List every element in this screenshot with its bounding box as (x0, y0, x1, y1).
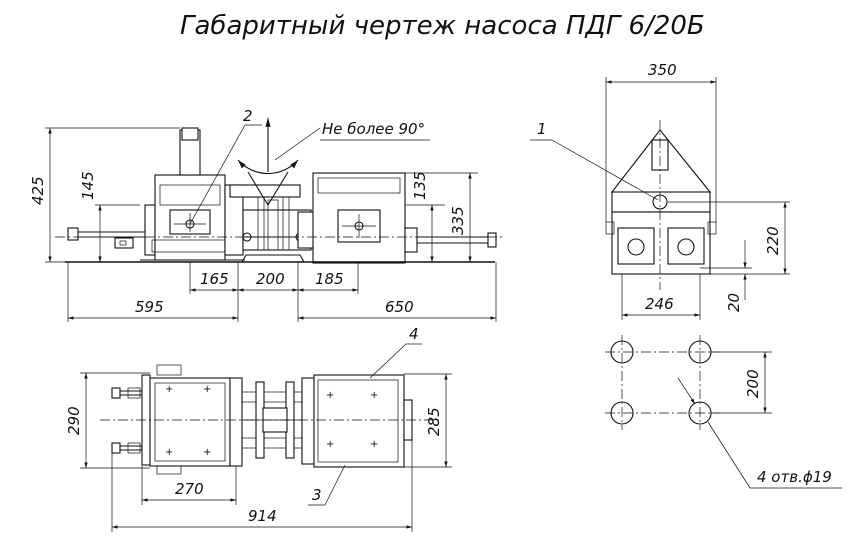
svg-text:+: + (165, 384, 173, 395)
svg-text:+: + (370, 439, 378, 450)
hole-pattern: 200 4 отв.ϕ19 (605, 335, 842, 489)
hole-note: 4 отв.ϕ19 (757, 468, 832, 486)
dim-350: 350 (648, 61, 677, 79)
dim-200: 200 (256, 270, 285, 288)
dim-165: 165 (200, 270, 229, 288)
svg-text:+: + (203, 384, 211, 395)
part-label-1: 1 (537, 120, 547, 138)
end-view: 1 350 220 20 246 (530, 61, 790, 320)
dim-200-holes: 200 (744, 369, 762, 398)
dim-246: 246 (645, 295, 674, 313)
svg-text:+: + (203, 447, 211, 458)
dim-220: 220 (764, 226, 782, 255)
dim-425: 425 (29, 176, 47, 205)
dim-650: 650 (385, 298, 414, 316)
side-view: Не более 90° 2 425 145 135 (29, 107, 505, 322)
dim-285: 285 (425, 407, 443, 436)
part-label-3: 3 (312, 486, 322, 504)
part-label-4: 4 (409, 325, 419, 343)
dim-135: 135 (411, 171, 429, 200)
dim-270: 270 (175, 480, 204, 498)
svg-text:+: + (326, 390, 334, 401)
dim-290: 290 (65, 406, 83, 435)
dim-20: 20 (725, 293, 743, 312)
plan-view: + + + + + + + + 4 3 290 (65, 325, 452, 532)
drawing-title: Габаритный чертеж насоса ПДГ 6/20Б (180, 11, 705, 41)
dim-185: 185 (315, 270, 344, 288)
dim-335: 335 (449, 206, 467, 235)
dim-595: 595 (135, 298, 164, 316)
part-label-2: 2 (243, 107, 253, 125)
angle-note: Не более 90° (322, 120, 425, 138)
dim-145: 145 (79, 171, 97, 200)
svg-text:+: + (165, 447, 173, 458)
dim-914: 914 (248, 507, 277, 525)
svg-text:+: + (370, 390, 378, 401)
svg-text:+: + (326, 439, 334, 450)
